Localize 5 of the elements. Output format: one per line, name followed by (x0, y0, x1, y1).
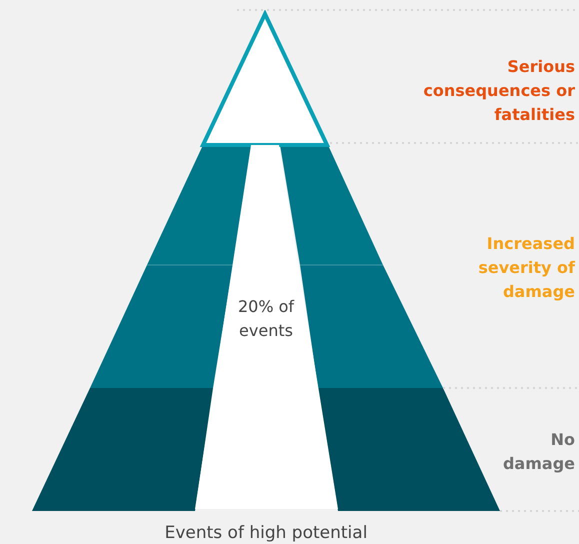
level-label: Serious consequences or fatalities (422, 56, 575, 126)
axis-caption: Events of high potential (164, 522, 368, 544)
level-label: Increased severity of damage (477, 233, 575, 303)
level-label: No damage (502, 429, 575, 475)
arrow-label: 20% of events (236, 296, 296, 342)
